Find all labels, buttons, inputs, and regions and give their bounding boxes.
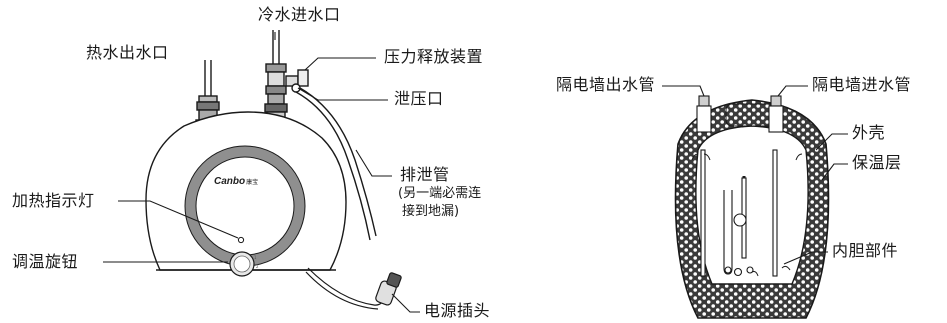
label-wall-outlet-pipe: 隔电墙出水管 xyxy=(556,75,656,94)
label-temperature-knob: 调温旋钮 xyxy=(12,252,79,271)
label-heat-indicator: 加热指示灯 xyxy=(12,191,95,210)
heat-indicator-lamp xyxy=(237,236,245,244)
label-relief-port: 泄压口 xyxy=(394,89,444,108)
drain-note-line1: (另一端必需连 xyxy=(398,186,482,201)
drain-pipe xyxy=(295,91,371,241)
drain-note-line2: 接到地漏) xyxy=(402,204,460,219)
label-hot-water-outlet: 热水出水口 xyxy=(86,43,169,62)
cold-water-inlet-pipe xyxy=(264,30,309,123)
svg-text:2: 2 xyxy=(256,264,259,269)
brand-logo: Canbo康宝 xyxy=(214,176,259,187)
svg-text:1: 1 xyxy=(254,255,257,260)
label-insulation-layer: 保温层 xyxy=(852,153,902,172)
label-cold-water-inlet: 冷水进水口 xyxy=(258,5,341,24)
power-cord xyxy=(307,267,387,306)
label-wall-inlet-pipe: 隔电墙进水管 xyxy=(812,75,912,94)
power-plug xyxy=(375,272,402,306)
label-pressure-relief-device: 压力释放装置 xyxy=(384,47,484,66)
label-inner-tank-parts: 内胆部件 xyxy=(832,241,899,260)
heater-exterior: 1 2 xyxy=(103,30,420,313)
label-power-plug: 电源插头 xyxy=(424,301,491,320)
label-outer-shell: 外壳 xyxy=(852,123,886,142)
label-drain-pipe: 排泄管 xyxy=(400,165,450,184)
heater-cutaway xyxy=(662,85,848,319)
